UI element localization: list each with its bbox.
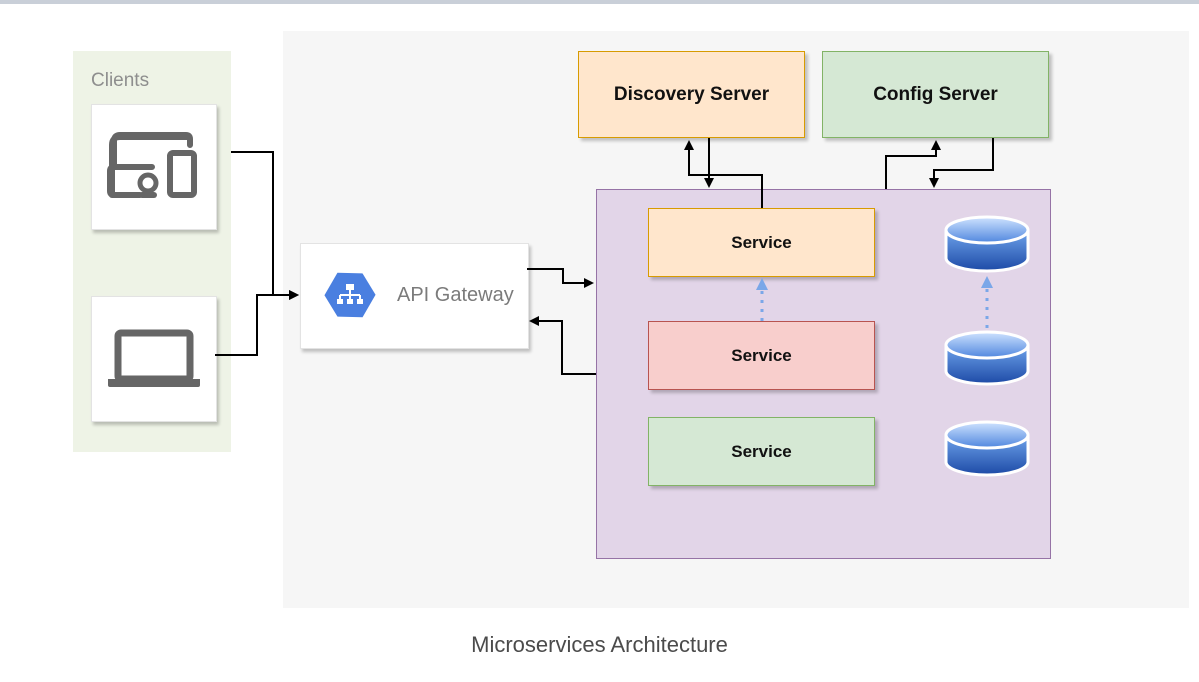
service-box-orange: Service <box>648 208 875 277</box>
database-icon <box>944 420 1030 477</box>
service-label: Service <box>731 232 792 252</box>
service-label: Service <box>731 441 792 461</box>
service-box-green: Service <box>648 417 875 486</box>
config-server-label: Config Server <box>873 83 998 105</box>
api-gateway-label: API Gateway <box>397 284 514 306</box>
database-icon <box>944 330 1030 386</box>
laptop-icon <box>108 329 200 387</box>
client-laptop-card <box>91 296 217 422</box>
devices-icon <box>107 132 197 198</box>
connector-gateway-to-services <box>527 268 594 288</box>
connector-service-to-discovery <box>684 140 763 208</box>
connector-services-to-config <box>885 140 941 189</box>
database-icon <box>944 215 1030 273</box>
config-server-box: Config Server <box>822 51 1049 138</box>
figure-caption: Microservices Architecture <box>471 632 728 657</box>
service-box-red: Service <box>648 321 875 390</box>
discovery-server-box: Discovery Server <box>578 51 805 138</box>
connector-config-to-services <box>929 138 994 188</box>
client-devices-card <box>91 104 217 230</box>
connector-clients-devices-to-gateway <box>231 151 299 300</box>
service-label: Service <box>731 345 792 365</box>
connector-clients-laptop-to-gateway <box>215 290 299 356</box>
api-gateway-card <box>300 243 529 349</box>
api-gateway-hexagon-icon <box>324 272 376 318</box>
discovery-server-label: Discovery Server <box>613 83 770 105</box>
clients-label: Clients <box>91 70 150 91</box>
connector-services-to-gateway <box>529 316 596 375</box>
top-divider <box>0 0 1199 4</box>
